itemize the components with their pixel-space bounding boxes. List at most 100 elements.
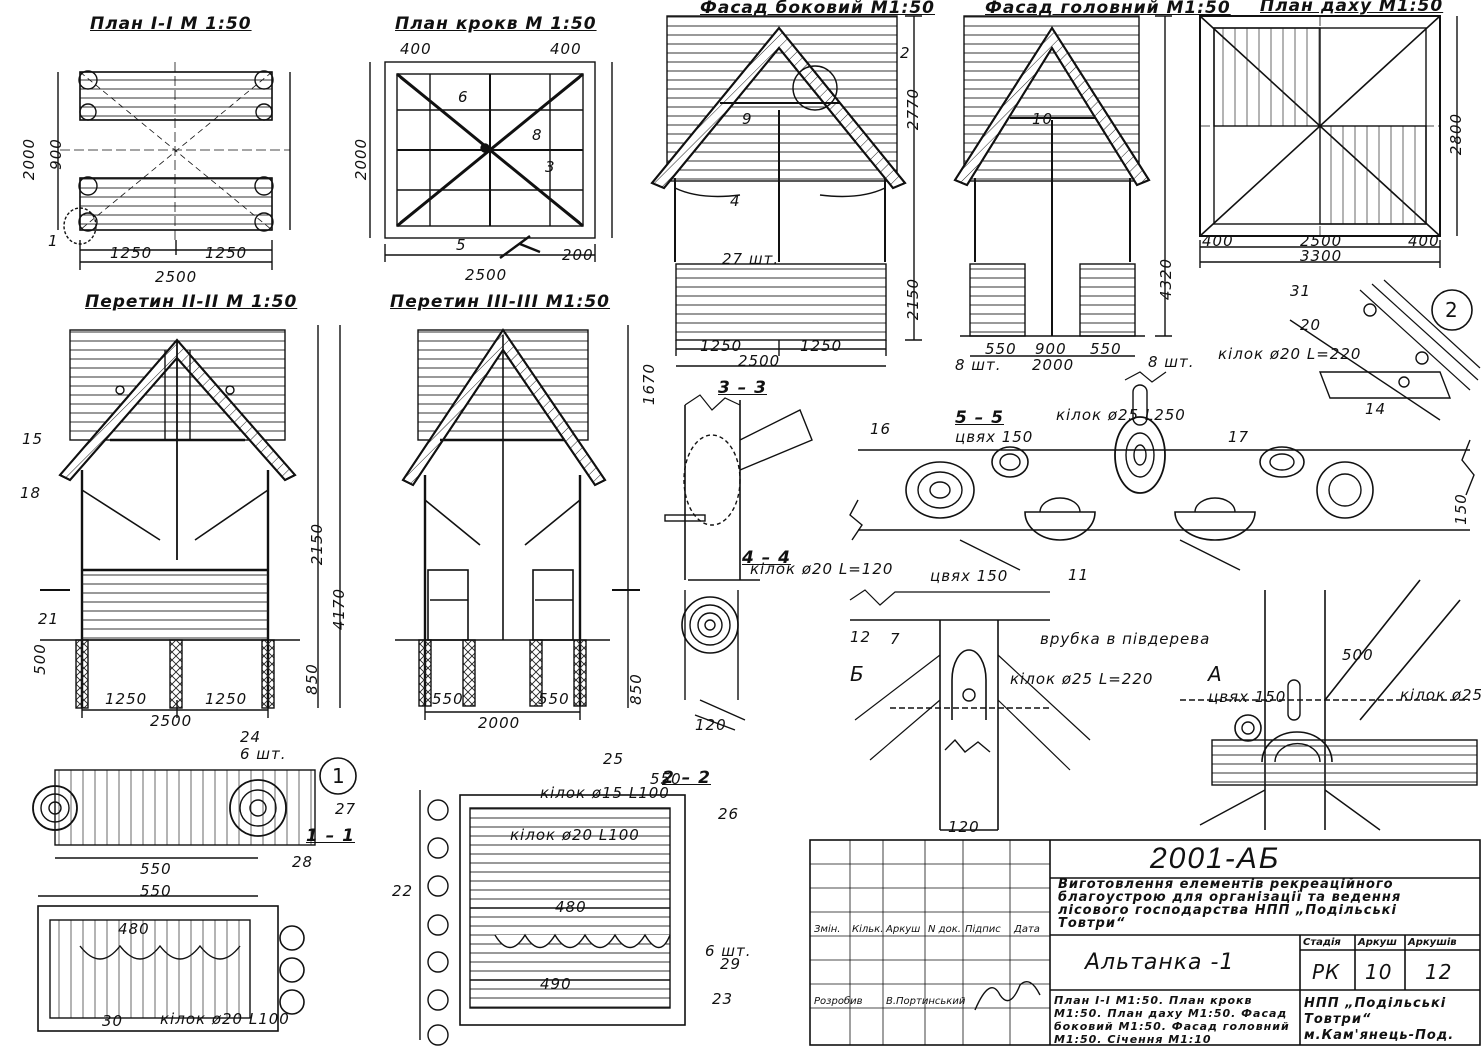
dim-1250-side-left: 1250 [700,337,743,355]
dim-1250-plan-left: 1250 [110,244,153,262]
title-detail-5-5: 5 – 5 [955,408,1004,428]
roof-plan-view [1199,15,1458,268]
note-kilok-25-250: кілок ø25 L250 [1056,406,1186,424]
title-plan-1-1: План I-I М 1:50 [90,14,252,34]
note-kilok-25-220: кілок ø25 L=220 [1010,670,1154,688]
dim-120-node-b: 120 [948,818,980,836]
dim-2500-side: 2500 [738,352,781,370]
dim-900-plan: 900 [46,138,65,170]
callout-25: 25 [603,750,625,768]
side-facade-view [650,15,922,367]
dim-850-section: 850 [302,663,321,695]
rafter-plan-view [369,61,613,262]
col-arkushiv: Аркушів [1408,937,1457,948]
callout-12: 12 [850,628,872,646]
bench-section-2-2-detail [419,790,686,1046]
dim-2000-plan: 2000 [20,137,39,181]
callout-11: 11 [1068,566,1090,584]
dim-900-main: 900 [1035,340,1067,358]
callout-16: 16 [870,420,892,438]
dim-550-main-left: 550 [985,340,1017,358]
val-stadia: РК [1312,960,1341,984]
callout-21: 21 [38,610,60,628]
callout-22: 22 [392,882,414,900]
dim-550-bench: 550 [140,882,172,900]
dim-200-rafter: 200 [562,246,594,264]
val-arkushiv: 12 [1425,960,1453,984]
sheet-contents: План I-I М1:50. План крокв М1:50. План д… [1054,994,1290,1046]
dim-490-bench-2: 490 [540,975,572,993]
header-arkush: Аркуш [886,924,921,935]
title-detail-2-2: 2 – 2 [662,768,711,788]
callout-15: 15 [22,430,44,448]
callout-18: 18 [20,484,42,502]
callout-24: 24 [240,728,262,746]
callout-9: 9 [742,110,753,128]
title-rafter-plan: План крокв М 1:50 [395,14,597,34]
dim-2770: 2770 [904,87,923,131]
dim-2500-roof: 2500 [1300,232,1343,250]
dim-2150-section: 2150 [308,522,327,566]
header-zmin: Змін. [814,924,841,935]
dim-400-rafter-right: 400 [550,40,582,58]
section-4-4-detail [681,579,760,731]
callout-2: 2 [900,44,911,62]
dim-1250-side-right: 1250 [800,337,843,355]
dim-4170: 4170 [330,587,349,631]
callout-23: 23 [712,990,734,1008]
section-1-1-detail [37,895,305,1032]
note-27-sht: 27 шт. [722,250,780,268]
callout-20: 20 [1300,316,1322,334]
note-tsviakh-node-b: цвях 150 [930,567,1009,585]
dim-1670: 1670 [640,362,659,406]
section-3-3-view [395,325,640,720]
dim-550-main-right: 550 [1090,340,1122,358]
object-name: Альтанка -1 [1085,950,1235,975]
val-arkush: 10 [1365,960,1393,984]
callout-4: 4 [730,192,741,210]
callout-29: 29 [720,955,742,973]
dim-400-roof-right: 400 [1408,232,1440,250]
dim-1250-section-left: 1250 [105,690,148,708]
dim-150-5-5: 150 [1451,493,1470,525]
dim-2000-section-3: 2000 [478,714,521,732]
section-3-3-detail [664,394,813,580]
dim-550-bench-2: 550 [650,770,682,788]
dim-2150-side: 2150 [904,277,923,321]
title-detail-3-3: 3 – 3 [718,378,767,398]
dim-4320: 4320 [1157,257,1176,301]
project-code: 2001-АБ [1150,842,1281,875]
node-marker-2: 2 [1445,298,1459,322]
project-description: Виготовлення елементів рекреаційного бла… [1058,877,1402,931]
title-detail-1-1: 1 – 1 [306,826,355,846]
note-kilok-20-120: кілок ø20 L=120 [750,560,894,578]
node-b-detail [849,589,1091,831]
dim-2000-rafter: 2000 [352,137,371,181]
callout-6: 6 [458,88,469,106]
dim-2500-rafter: 2500 [465,266,508,284]
organization: НПП „Подільські Товтри“ м.Кам'янець-Под. [1304,996,1455,1043]
callout-10: 10 [1032,110,1054,128]
title-roof-plan: План даху М1:50 [1260,0,1444,16]
dim-550-section-3-right: 550 [538,690,570,708]
dim-1250-section-right: 1250 [205,690,248,708]
dim-2500-plan: 2500 [155,268,198,286]
dim-2500-section: 2500 [150,712,193,730]
callout-31: 31 [1290,282,1312,300]
dim-120-4-4: 120 [695,716,727,734]
callout-3: 3 [545,158,556,176]
callout-14: 14 [1365,400,1387,418]
dim-400-rafter-left: 400 [400,40,432,58]
dim-500-node-a: 500 [1342,646,1374,664]
header-data: Дата [1014,924,1040,935]
note-kilok-15-100: кілок ø15 L100 [540,784,670,802]
callout-28: 28 [292,853,314,871]
col-stadia: Стадія [1303,937,1341,948]
plan-1-1-view [57,62,291,270]
note-6-sht-node-1: 6 шт. [240,745,287,763]
callout-27: 27 [335,800,357,818]
node-a-detail [1180,579,1478,831]
rozrobyv-label: Розробив [814,996,863,1007]
rozrobyv-name: В.Портинський [886,996,966,1007]
header-pidpys: Підпис [965,924,1001,935]
